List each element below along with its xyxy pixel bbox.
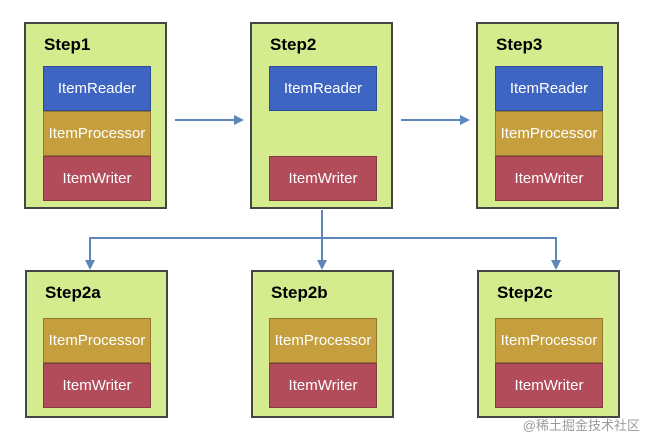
step1-item-reader: ItemReader (43, 66, 151, 111)
step2a-box: Step2a ItemProcessor ItemWriter (25, 270, 168, 418)
step2a-title: Step2a (45, 283, 101, 302)
step2b-title: Step2b (271, 283, 328, 302)
step2c-item-processor: ItemProcessor (495, 318, 603, 363)
step2b-item-processor: ItemProcessor (269, 318, 377, 363)
step2-item-writer: ItemWriter (269, 156, 377, 201)
watermark: @稀土掘金技术社区 (522, 418, 640, 433)
step2b-item-writer: ItemWriter (269, 363, 377, 408)
step2a-item-processor: ItemProcessor (43, 318, 151, 363)
step2c-box: Step2c ItemProcessor ItemWriter (477, 270, 620, 418)
step2-item-reader: ItemReader (269, 66, 377, 111)
step2c-item-writer: ItemWriter (495, 363, 603, 408)
step2b-box: Step2b ItemProcessor ItemWriter (251, 270, 394, 418)
step2c-title: Step2c (497, 283, 553, 302)
step3-item-reader: ItemReader (495, 66, 603, 111)
step3-box: Step3 ItemReader ItemProcessor ItemWrite… (476, 22, 619, 209)
step2a-item-writer: ItemWriter (43, 363, 151, 408)
step3-item-processor: ItemProcessor (495, 111, 603, 156)
step3-item-writer: ItemWriter (495, 156, 603, 201)
step1-item-writer: ItemWriter (43, 156, 151, 201)
step2-title: Step2 (270, 35, 317, 54)
step1-item-processor: ItemProcessor (43, 111, 151, 156)
step2-box: Step2 ItemReader ItemWriter (250, 22, 393, 209)
step1-box: Step1 ItemReader ItemProcessor ItemWrite… (24, 22, 167, 209)
step3-title: Step3 (496, 35, 543, 54)
step1-title: Step1 (44, 35, 91, 54)
